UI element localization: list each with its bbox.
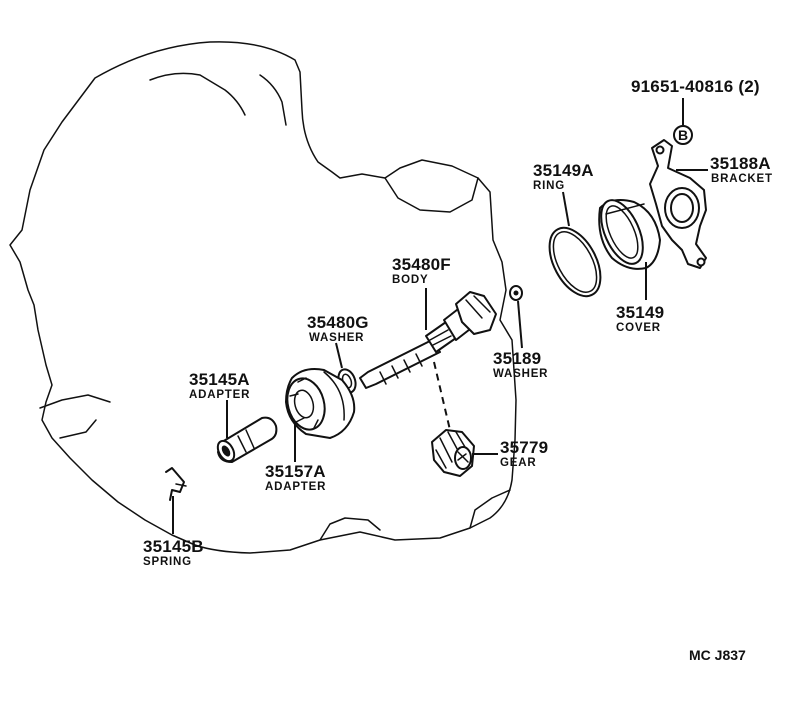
bolt-marker-circle — [673, 125, 693, 145]
bracket-label: 35188A BRACKET — [710, 154, 773, 185]
cover-part — [598, 199, 661, 300]
gear-label: 35779 GEAR — [500, 438, 548, 469]
transmission-housing-outline — [9, 41, 517, 554]
adapter-a-part-name: ADAPTER — [189, 389, 250, 401]
bracket-part — [649, 139, 708, 269]
drawing-reference: MC J837 — [689, 647, 746, 663]
bracket-part-name: BRACKET — [711, 173, 773, 185]
cover-part-number: 35149 — [616, 303, 664, 322]
bolt-callout: 91651-40816 (2) B — [631, 77, 760, 145]
spring-label: 35145B SPRING — [143, 537, 204, 568]
spring-part — [165, 467, 187, 534]
cover-label: 35149 COVER — [616, 303, 664, 334]
ring-part — [548, 191, 602, 298]
bolt-part-number: 91651-40816 (2) — [631, 77, 760, 96]
adapter-housing-part — [285, 368, 356, 462]
adapter-157-label: 35157A ADAPTER — [265, 462, 326, 493]
assembly-dashed-line — [433, 361, 451, 431]
spring-part-number: 35145B — [143, 537, 204, 556]
ring-label: 35149A RING — [533, 161, 594, 192]
ring-part-number: 35149A — [533, 161, 594, 180]
bracket-part-number: 35188A — [710, 154, 771, 173]
ring-part-name: RING — [533, 180, 565, 192]
adapter-157-part-name: ADAPTER — [265, 481, 326, 493]
washer-part-name: WASHER — [493, 368, 548, 380]
gear-part-name: GEAR — [500, 457, 536, 469]
spring-part-name: SPRING — [143, 556, 192, 568]
adapter-sleeve-part — [216, 400, 278, 463]
adapter-157-part-number: 35157A — [265, 462, 326, 481]
gear-part-number: 35779 — [500, 438, 548, 457]
washer-part-number: 35189 — [493, 349, 541, 368]
gear-part — [431, 429, 498, 477]
washer-label: 35189 WASHER — [493, 349, 548, 380]
cover-part-name: COVER — [616, 322, 661, 334]
adapter-a-part-number: 35145A — [189, 370, 250, 389]
body-label: 35480F BODY — [392, 255, 451, 286]
body-part — [359, 288, 497, 389]
body-part-name: BODY — [392, 274, 428, 286]
washer-g-label: 35480G WASHER — [307, 313, 369, 344]
washer-g-part-number: 35480G — [307, 313, 369, 332]
washer-g-part-name: WASHER — [309, 332, 364, 344]
washer-part — [509, 285, 523, 349]
body-part-number: 35480F — [392, 255, 451, 274]
bolt-marker-letter: B — [678, 127, 688, 143]
adapter-a-label: 35145A ADAPTER — [189, 370, 250, 401]
